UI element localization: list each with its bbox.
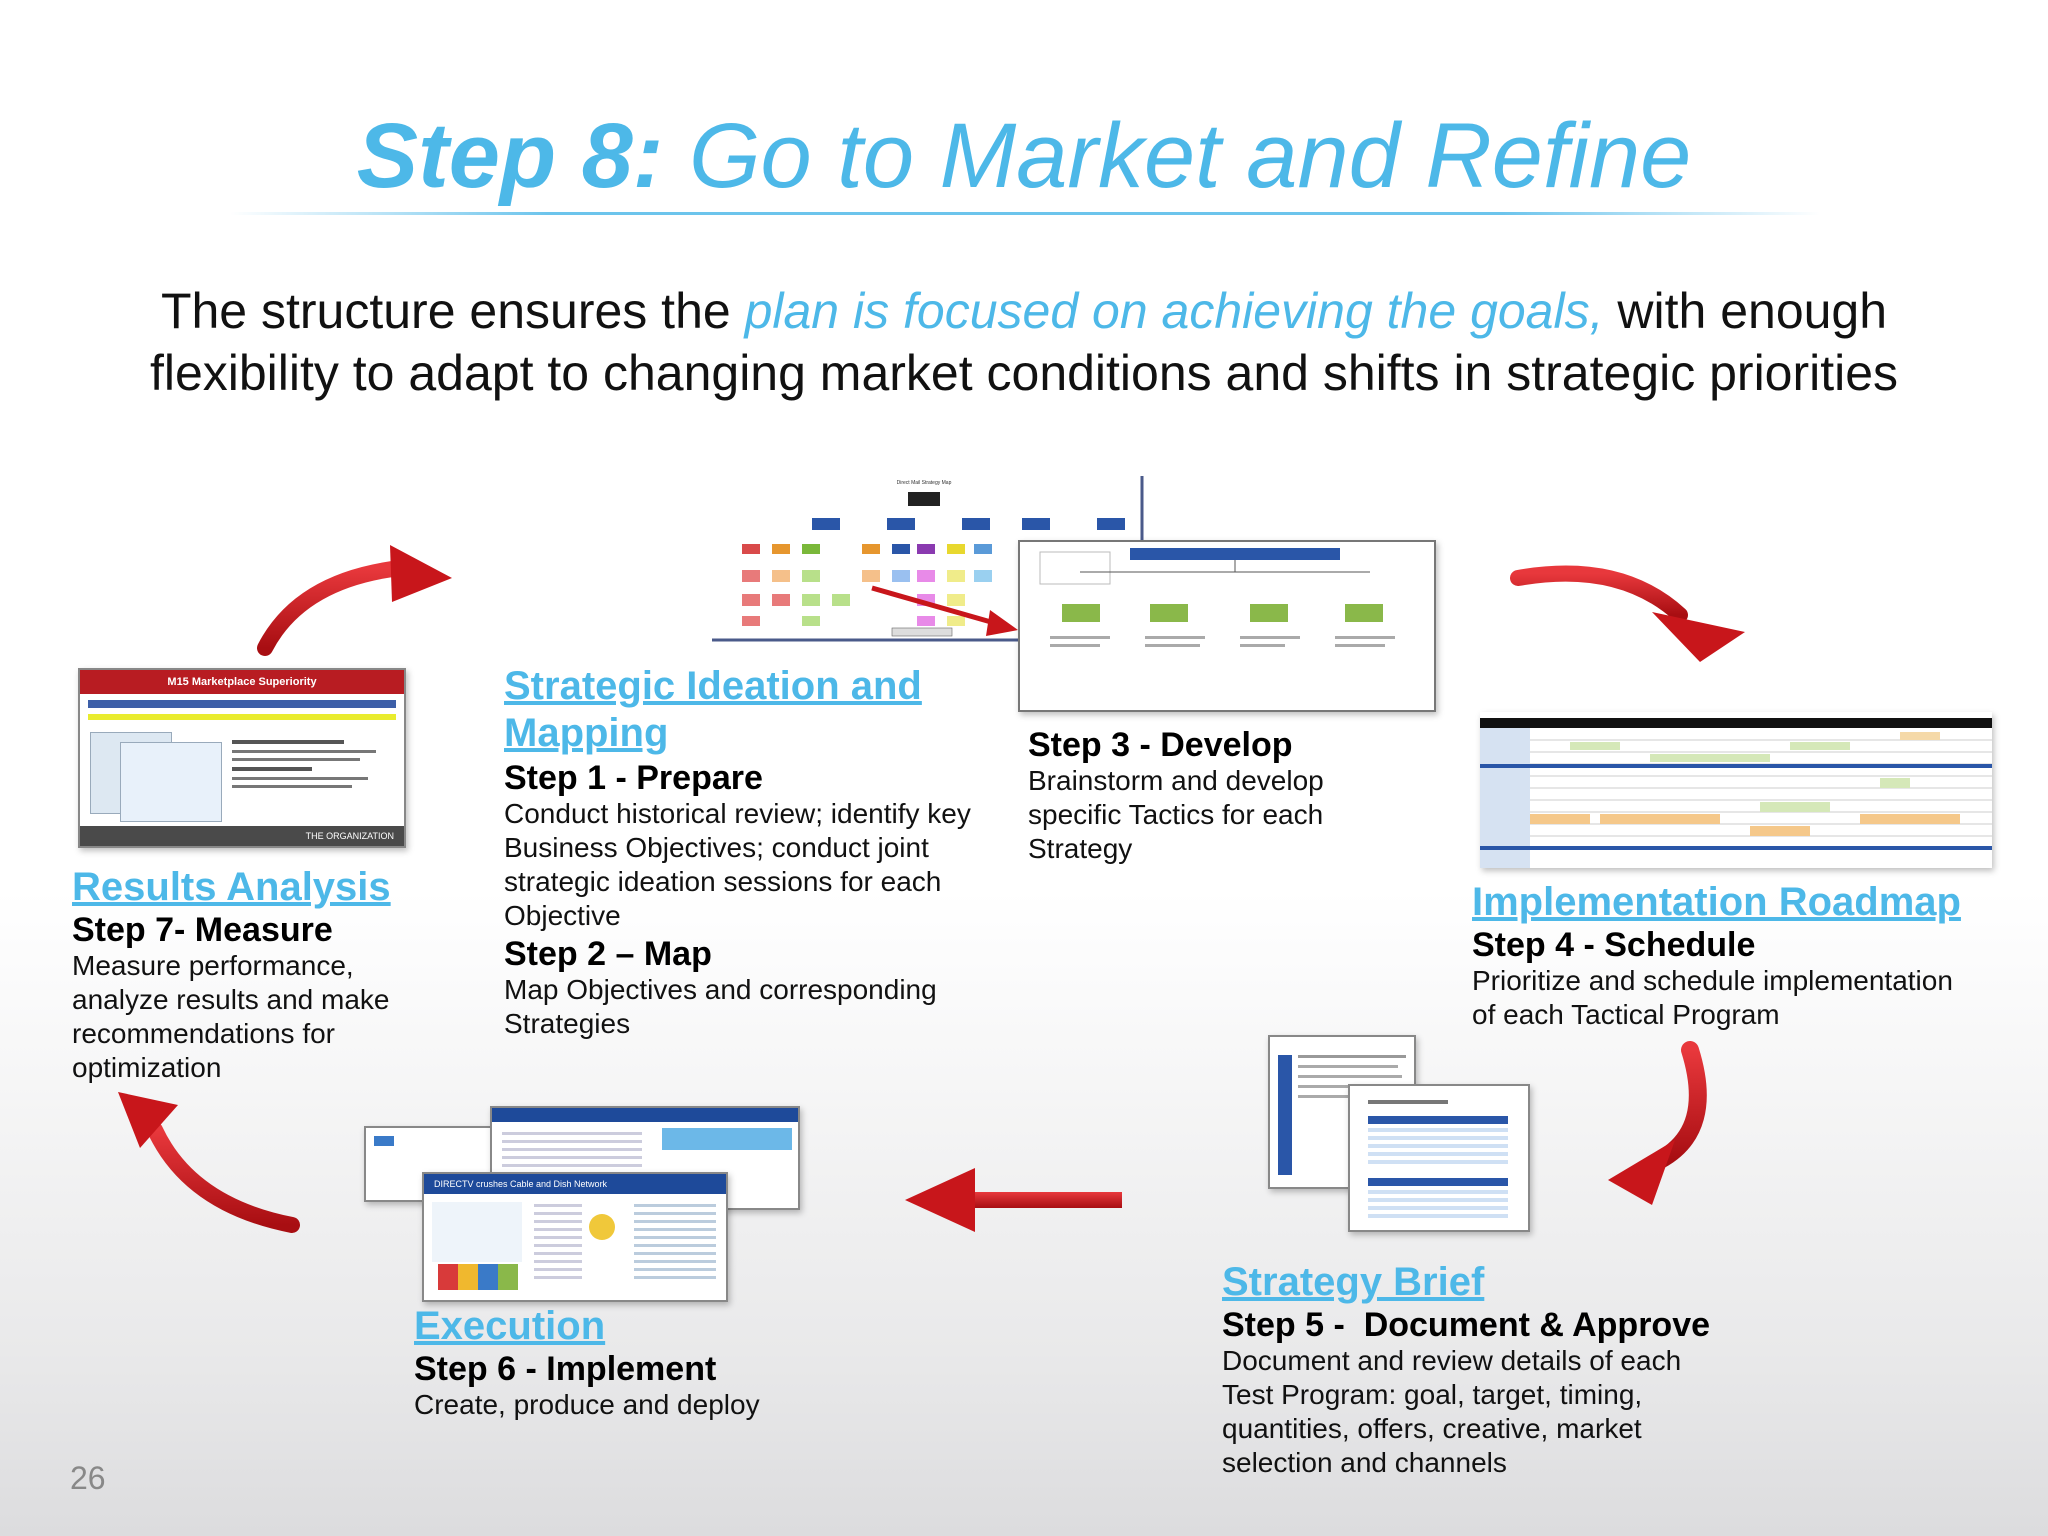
- results-analysis-title[interactable]: Results Analysis: [72, 865, 391, 909]
- roadmap-gantt-thumbnail: [1480, 712, 1992, 868]
- step3-description: Brainstorm and develop specific Tactics …: [1028, 765, 1324, 864]
- directv-headline: DIRECTV crushes Cable and Dish Network: [424, 1174, 726, 1194]
- step3-heading: Step 3 - Develop: [1028, 726, 1293, 764]
- slide-subtitle: The structure ensures the plan is focuse…: [149, 283, 1899, 401]
- page-number: 26: [70, 1460, 106, 1496]
- execution-title[interactable]: Execution: [414, 1304, 606, 1348]
- develop-block: Step 3 - Develop Brainstorm and develop …: [1028, 726, 1358, 866]
- execution-block: Execution Step 6 - Implement Create, pro…: [414, 1303, 834, 1422]
- map-to-develop-arrow: [871, 585, 1018, 636]
- step4-heading: Step 4 - Schedule: [1472, 926, 1756, 964]
- step2-description: Map Objectives and corresponding Strateg…: [504, 974, 937, 1039]
- step1-heading: Step 1 - Prepare: [504, 759, 763, 797]
- arrow-results-to-ideation: [257, 545, 452, 656]
- strategic-ideation-block: Strategic Ideation and Mapping Step 1 - …: [504, 663, 1004, 1041]
- step2-heading: Step 2 – Map: [504, 935, 712, 973]
- strategy-brief-title[interactable]: Strategy Brief: [1222, 1260, 1485, 1304]
- execution-mailer-thumbnail: DIRECTV crushes Cable and Dish Network: [422, 1172, 728, 1302]
- step5-heading: Step 5 - Document & Approve: [1222, 1306, 1711, 1344]
- tactics-tree-thumbnail: [1018, 540, 1436, 712]
- subtitle-highlight: plan is focused on achieving the goals,: [744, 283, 1604, 339]
- implementation-roadmap-title[interactable]: Implementation Roadmap: [1472, 880, 1961, 924]
- arrow-brief-to-execution: [905, 1168, 1122, 1232]
- step6-heading: Step 6 - Implement: [414, 1350, 717, 1388]
- marketplace-report-thumbnail: M15 Marketplace Superiority THE ORGANIZA…: [78, 668, 406, 848]
- step6-description: Create, produce and deploy: [414, 1389, 760, 1420]
- step7-heading: Step 7- Measure: [72, 911, 333, 949]
- step5-description: Document and review details of each Test…: [1222, 1345, 1682, 1478]
- arrow-execution-to-results: [118, 1092, 300, 1233]
- marketplace-header: M15 Marketplace Superiority: [80, 670, 404, 694]
- strategic-ideation-title[interactable]: Strategic Ideation and Mapping: [504, 664, 922, 755]
- arrow-develop-to-roadmap: [1510, 565, 1745, 662]
- step7-description: Measure performance, analyze results and…: [72, 950, 390, 1083]
- title-underline: [230, 212, 1820, 215]
- step1-description: Conduct historical review; identify key …: [504, 798, 971, 931]
- implementation-roadmap-block: Implementation Roadmap Step 4 - Schedule…: [1472, 879, 1972, 1032]
- step4-description: Prioritize and schedule implementation o…: [1472, 965, 1953, 1030]
- results-analysis-block: Results Analysis Step 7- Measure Measure…: [72, 864, 412, 1085]
- marketplace-footer: THE ORGANIZATION: [80, 826, 404, 846]
- strategy-brief-doc-2: [1348, 1084, 1530, 1232]
- strategy-brief-block: Strategy Brief Step 5 - Document & Appro…: [1222, 1259, 1722, 1480]
- slide-title: Step 8: Go to Market and Refine: [356, 105, 1692, 207]
- strategy-map-title: Direct Mail Strategy Map: [897, 480, 952, 486]
- arrow-roadmap-to-brief: [1608, 1041, 1707, 1205]
